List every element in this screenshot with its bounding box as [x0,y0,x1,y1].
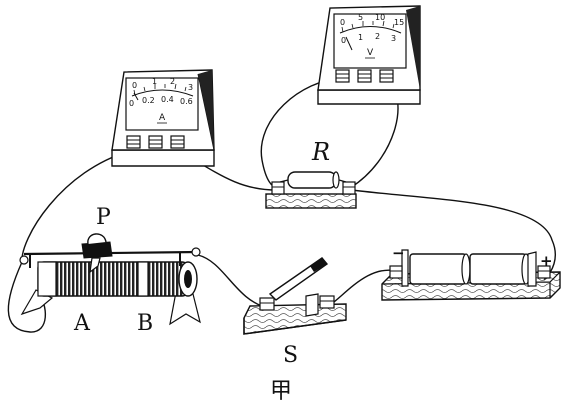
voltmeter-needle [345,36,353,51]
resistor-terminal-left [271,181,285,195]
switch-handle [310,258,327,272]
ammeter-top-tick-3: 3 [188,83,193,92]
resistor-body [287,171,337,189]
voltmeter-bottom-tick-3: 3 [391,34,396,43]
voltmeter-top-tick-1: 5 [358,13,363,22]
rheostat-terminal-a [19,255,29,265]
ammeter-top-tick-2: 2 [170,77,175,86]
voltmeter-face [333,13,407,69]
battery-cell-2 [469,253,527,285]
voltmeter-base [317,89,421,105]
ammeter-face [125,77,199,131]
rheostat-band-b [137,261,149,297]
battery-cell-1 [409,253,467,285]
rheostat-label-b: B [137,311,153,336]
voltmeter-terminal-3 [357,69,372,83]
voltmeter-side-shade [406,6,420,90]
resistor-base [265,193,357,209]
voltmeter-unit: V [367,48,374,58]
voltmeter-scale-arc [339,26,402,34]
ammeter-needle [133,92,139,101]
rheostat-slider-p[interactable] [81,241,113,259]
voltmeter-bottom-tick-2: 2 [375,32,380,41]
rheostat-rod-terminal [191,247,201,257]
ammeter-terminal-3 [170,135,185,149]
voltmeter-top-tick-3: 15 [394,18,404,27]
ammeter: 0 1 2 3 0 0.2 0.4 0.6 A [111,69,215,167]
ammeter-terminals [126,135,185,149]
ammeter-bottom-tick-2: 0.4 [161,95,174,104]
voltmeter-bottom-tick-0: 0 [341,36,346,45]
voltmeter-terminal-negative [335,69,350,83]
rheostat-label-a: A [73,311,91,336]
voltmeter-terminals [335,69,394,83]
voltmeter-ticks [341,20,395,33]
battery-terminal-positive [537,265,551,279]
voltmeter-bottom-tick-1: 1 [358,33,363,42]
voltmeter-top-tick-2: 10 [375,13,385,22]
wire-resistor-to-battery [351,189,556,281]
ammeter-bottom-tick-3: 0.6 [180,97,193,106]
rheostat-label-p: P [96,205,111,230]
ammeter-bottom-tick-0: 0 [129,99,134,108]
battery-terminal-negative [389,265,403,279]
ammeter-terminal-0.6 [148,135,163,149]
wire-voltmeter-left [260,77,344,191]
switch-label: S [283,343,298,368]
voltmeter-top-tick-0: 0 [340,18,345,27]
ammeter-scale-arc [131,89,194,97]
switch-contact-clip [305,293,319,317]
voltmeter: 0 5 10 15 0 1 2 3 V [317,5,421,105]
ammeter-base [111,149,215,167]
ammeter-unit: A [159,113,166,123]
battery: − + [381,244,561,301]
switch-terminal-left [259,297,275,311]
battery-positive-label: + [540,252,553,270]
rheostat: P A B [19,205,201,336]
wire-ammeter-to-rheostat [21,149,134,263]
resistor: R [265,138,357,209]
ammeter-top-tick-0: 0 [132,81,137,90]
ammeter-bottom-tick-1: 0.2 [142,96,155,105]
battery-negative-label: − [392,244,405,262]
switch: S [243,257,347,368]
ammeter-top-tick-1: 1 [152,77,157,86]
resistor-label: R [311,138,330,166]
voltmeter-terminal-15 [379,69,394,83]
switch-terminal-right [319,295,335,309]
ammeter-terminal-negative [126,135,141,149]
rheostat-coil [37,261,189,297]
resistor-terminal-right [342,181,356,195]
wire-switch-to-rheostat [197,254,269,309]
figure-caption: 甲 [270,379,292,404]
battery-holder-right [527,251,537,287]
ammeter-side-shade [198,70,214,150]
wire-rheostat-loop [7,261,47,333]
